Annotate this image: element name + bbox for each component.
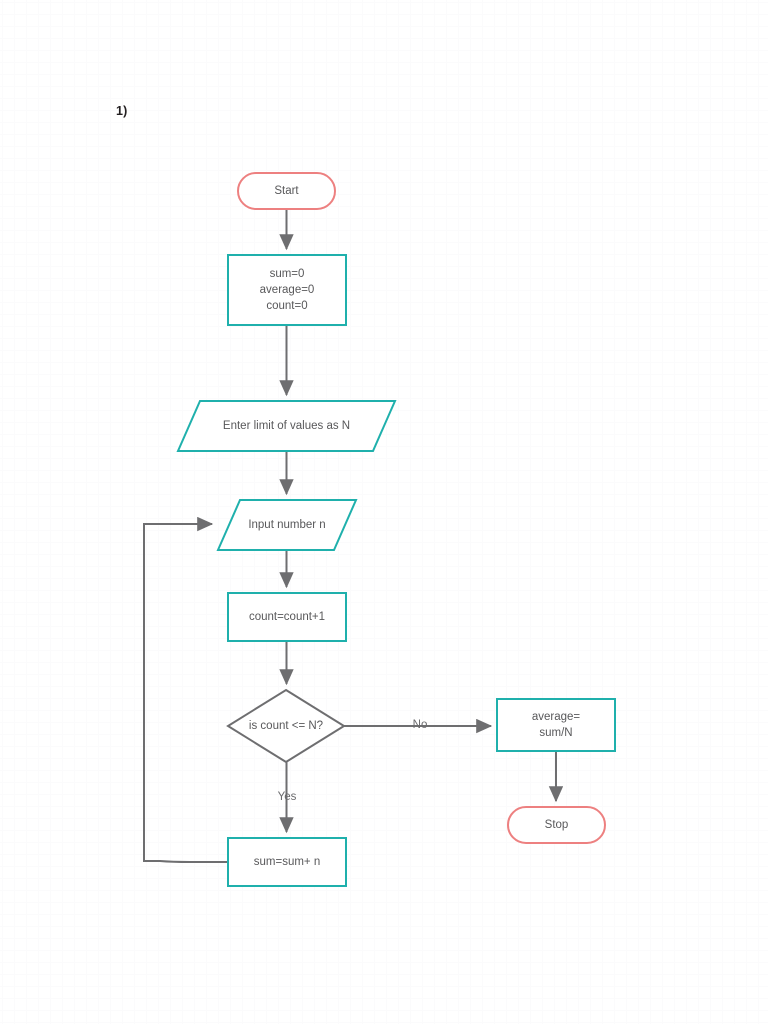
node-enter-limit-shape[interactable] xyxy=(176,400,397,452)
connector-sum-loopback-to-inputnumber xyxy=(143,516,228,863)
edge-label-no: No xyxy=(412,719,428,731)
question-number-label: 1) xyxy=(116,104,128,118)
node-start-shape[interactable] xyxy=(237,172,336,210)
node-init-shape[interactable] xyxy=(227,254,347,326)
node-average-shape[interactable] xyxy=(496,698,616,752)
node-stop-shape[interactable] xyxy=(507,806,606,844)
node-decision-shape[interactable] xyxy=(226,688,346,764)
node-count-increment-shape[interactable] xyxy=(227,592,347,642)
edge-label-yes: Yes xyxy=(277,791,297,803)
node-input-number-shape[interactable] xyxy=(216,499,358,551)
node-sum-accumulate-shape[interactable] xyxy=(227,837,347,887)
